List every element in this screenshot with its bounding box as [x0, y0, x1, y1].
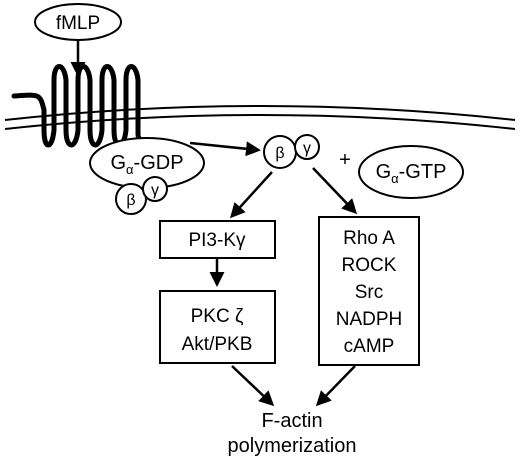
dissociation-arrow: [189, 141, 261, 157]
to-rho-arrow: [312, 167, 358, 215]
g-alpha-gtp-node: Gα-GTP: [358, 145, 464, 199]
gamma-subunit-bound: γ: [142, 176, 168, 202]
rho-pathway-box: Rho A ROCK Src NADPH cAMP: [318, 216, 420, 366]
factin-label: F-actin: [261, 410, 322, 432]
svg-text:β: β: [275, 145, 284, 162]
pkc-zeta-label: PKC ζ: [191, 306, 244, 327]
polymerization-label: polymerization: [228, 435, 357, 457]
svg-text:γ: γ: [151, 182, 159, 199]
rock-label: ROCK: [342, 255, 397, 276]
nadph-label: NADPH: [336, 309, 403, 330]
beta-subunit-bound: β: [115, 183, 147, 215]
fmlp-node: fMLP: [34, 3, 122, 41]
g-alpha-gdp-node: Gα-GDP: [89, 137, 205, 189]
fmlp-label: fMLP: [56, 13, 100, 34]
gamma-subunit-free: γ: [294, 134, 320, 160]
rho-to-factin-arrow: [315, 365, 356, 407]
svg-text:β: β: [126, 192, 135, 209]
akt-pkb-label: Akt/PKB: [182, 334, 253, 355]
pi3k-gamma-label: PI3-Kγ: [188, 230, 246, 251]
membrane-inner-line: [4, 114, 516, 130]
beta-subunit-free: β: [263, 135, 297, 169]
camp-label: cAMP: [344, 336, 395, 357]
plus-sign: +: [339, 149, 351, 171]
pi3k-gamma-box: PI3-Kγ: [159, 220, 276, 259]
rho-a-label: Rho A: [343, 228, 395, 249]
pkc-to-factin-arrow: [231, 365, 275, 407]
g-alpha-gdp-label: Gα-GDP: [110, 152, 183, 177]
pkc-akt-box: PKC ζ Akt/PKB: [159, 290, 276, 364]
g-alpha-gtp-label: Gα-GTP: [376, 161, 447, 186]
src-label: Src: [355, 282, 384, 303]
receptor-7tm: [11, 64, 153, 148]
to-pi3k-arrow: [229, 171, 273, 219]
membrane-outer-line: [4, 105, 516, 121]
svg-text:γ: γ: [303, 140, 311, 157]
